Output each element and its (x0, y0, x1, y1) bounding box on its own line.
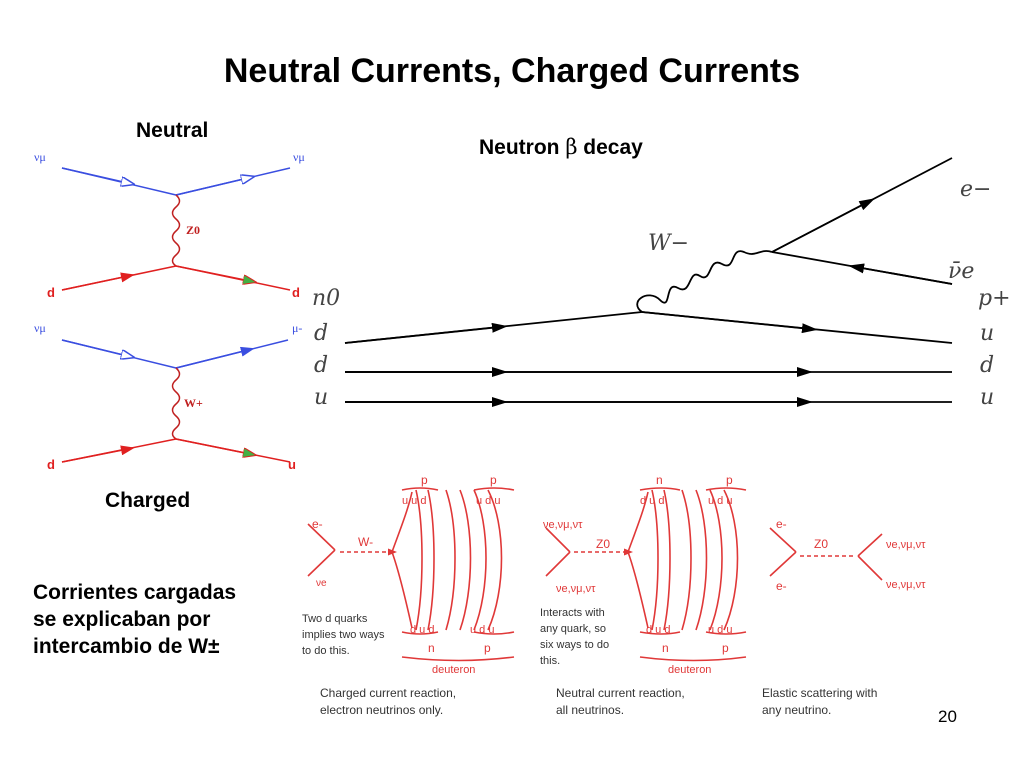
neutral-bottom-left-label: d (47, 285, 55, 300)
p2-lepton-bottom: νe,νμ,ντ (556, 583, 596, 595)
p3-lepton-bottom: e- (776, 579, 787, 593)
p2-lepton-top: νe,νμ,ντ (543, 519, 583, 531)
p3-caption-2: any neutrino. (762, 703, 831, 717)
p1-bottom-group-2: p (484, 641, 491, 655)
right-quark-3: u (980, 385, 994, 410)
charged-bottom-left-label: d (47, 457, 55, 472)
left-quark-2: d (314, 353, 328, 378)
text-line-2: se explicaban por (33, 608, 211, 631)
neutron-label: n0 (312, 286, 340, 311)
charged-top-left-label: νμ (34, 321, 46, 335)
text-line-1: Corrientes cargadas (33, 581, 237, 604)
p3-right-bottom: νe,νμ,ντ (886, 579, 926, 591)
deuteron-panel-text: e- νe W- p p u u d u d u d u d u d u n p… (302, 473, 926, 717)
p2-top-quarks-2: u d u (708, 495, 732, 507)
p1-lepton-top: e- (312, 517, 323, 531)
p1-nucleus: deuteron (432, 664, 475, 676)
p1-caption-2: electron neutrinos only. (320, 703, 443, 717)
p2-nucleus: deuteron (668, 664, 711, 676)
p2-caption-1: Neutral current reaction, (556, 686, 685, 700)
neutral-label: Neutral (136, 119, 209, 142)
p1-boson: W- (358, 535, 373, 549)
p2-top-group-2: p (726, 473, 733, 487)
p2-note-3: six ways to do (540, 639, 609, 651)
neutral-bottom-right-label: d (292, 285, 300, 300)
p1-note-1: Two d quarks (302, 613, 368, 625)
p1-lepton-bottom: νe (316, 578, 327, 589)
w-minus-label: W− (648, 231, 689, 256)
p2-boson: Z0 (596, 537, 610, 551)
neutron-decay-prefix: Neutron (479, 136, 566, 159)
beta-decay-diagram: W− e− ν̄e n0 p+ d d u u d u (312, 157, 1011, 410)
neutron-decay-suffix: decay (577, 136, 643, 159)
charged-feynman: νμ μ- W+ d u (34, 321, 302, 472)
p2-note-1: Interacts with (540, 607, 605, 619)
electron-label: e− (960, 177, 991, 202)
p3-lepton-top: e- (776, 517, 787, 531)
p1-bottom-quarks-1: d u d (410, 624, 434, 636)
p2-top-quarks-1: d u d (640, 495, 664, 507)
slide-title: Neutral Currents, Charged Currents (223, 52, 801, 90)
p1-note-2: implies two ways (302, 629, 385, 641)
p3-caption-1: Elastic scattering with (762, 686, 877, 700)
charged-deuteron-panel (307, 487, 515, 662)
spanish-text-block: Corrientes cargadas se explicaban por in… (33, 579, 293, 660)
p2-note-2: any quark, so (540, 623, 606, 635)
charged-top-right-label: μ- (292, 321, 302, 335)
p2-caption-2: all neutrinos. (556, 703, 624, 717)
p1-top-group-1: p (421, 473, 428, 487)
neutral-feynman: νμ νμ Z0 d d (34, 150, 305, 300)
charged-label: Charged (105, 489, 191, 512)
page-number: 20 (938, 707, 957, 726)
p3-boson: Z0 (814, 537, 828, 551)
p2-top-group-1: n (656, 473, 663, 487)
z0-boson-label: Z0 (186, 223, 200, 237)
proton-label: p+ (978, 286, 1011, 311)
p2-bottom-group-2: p (722, 641, 729, 655)
p3-right-top: νe,νμ,ντ (886, 539, 926, 551)
neutral-top-right-label: νμ (293, 150, 305, 164)
right-quark-2: d (980, 353, 994, 378)
deuteron-panels (307, 487, 883, 662)
right-quark-1: u (980, 321, 994, 346)
p2-bottom-quarks-2: u d u (708, 624, 732, 636)
neutral-deuteron-panel (545, 487, 747, 662)
w-plus-boson-label: W+ (184, 396, 203, 410)
p1-bottom-quarks-2: u d u (470, 624, 494, 636)
text-line-3: intercambio de W± (33, 635, 220, 658)
p1-bottom-group-1: n (428, 641, 435, 655)
antineutrino-label: ν̄e (948, 259, 974, 284)
p1-note-3: to do this. (302, 645, 350, 657)
p2-bottom-quarks-1: d u d (646, 624, 670, 636)
beta-symbol: β (565, 135, 578, 159)
p1-top-group-2: p (490, 473, 497, 487)
p2-bottom-group-1: n (662, 641, 669, 655)
p1-caption-1: Charged current reaction, (320, 686, 456, 700)
left-quark-3: u (314, 385, 328, 410)
left-quark-1: d (314, 321, 328, 346)
p2-note-4: this. (540, 655, 560, 667)
p1-top-quarks-1: u u d (402, 495, 426, 507)
charged-bottom-right-label: u (288, 457, 296, 472)
p1-top-quarks-2: u d u (476, 495, 500, 507)
neutron-decay-label: Neutron β decay (479, 135, 643, 160)
neutral-top-left-label: νμ (34, 150, 46, 164)
elastic-panel (769, 527, 883, 581)
